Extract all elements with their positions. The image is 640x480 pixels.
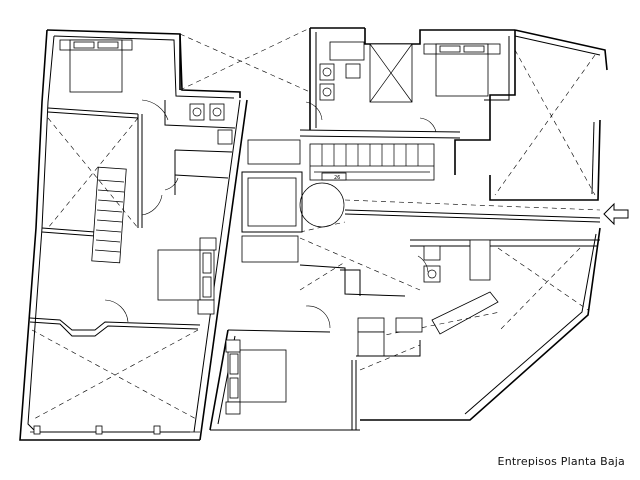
lower-right-unit	[299, 227, 601, 421]
center-core: 26	[241, 27, 629, 263]
lower-center-unit	[209, 237, 421, 431]
stair-number-label: 26	[334, 175, 340, 181]
drawing-caption: Entrepisos Planta Baja	[497, 455, 625, 468]
left-unit	[19, 27, 311, 441]
arrow-left-icon	[603, 202, 629, 226]
